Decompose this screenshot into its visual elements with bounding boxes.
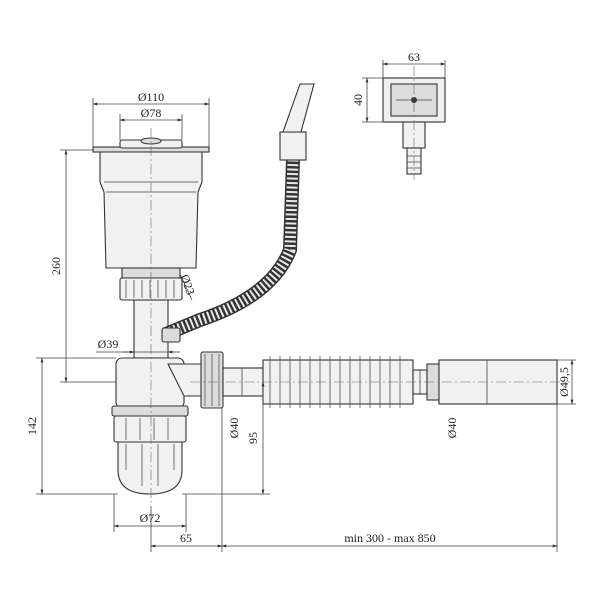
dim-top-diameters: Ø110 Ø78 <box>92 90 210 147</box>
dim-top-inner-label: Ø78 <box>141 106 162 120</box>
dim-offset-label: 65 <box>180 531 192 545</box>
dim-pipe-diameter-label: Ø39 <box>98 337 119 351</box>
dim-top-outer-label: Ø110 <box>138 90 164 104</box>
dim-sleeve-diameter-label: Ø49,5 <box>557 367 571 397</box>
dim-overflow-height-label: 40 <box>351 94 365 106</box>
dim-bottle-diameter-label: Ø72 <box>140 511 161 525</box>
dim-bottle-diameter: Ø72 <box>113 494 187 532</box>
dim-total-height-label: 260 <box>49 257 63 275</box>
dim-overflow-head: 63 40 <box>351 50 446 123</box>
dim-sleeve-diameter: Ø49,5 <box>557 359 576 405</box>
dim-pipe-diameter: Ø39 <box>96 337 180 354</box>
dim-lengths: 65 min 300 - max 850 <box>150 404 558 552</box>
dim-trap-height: 142 <box>25 357 118 495</box>
overflow-hose <box>161 83 315 343</box>
dim-overflow-diameter-label: Ø23 <box>178 273 198 297</box>
dim-overflow-diameter: Ø23 <box>178 273 198 301</box>
dim-total-height: 260 <box>49 149 116 383</box>
dim-trap-height-label: 142 <box>25 417 39 435</box>
outlet-assembly <box>167 351 558 409</box>
dim-end-diameter-label: Ø40 <box>445 418 459 439</box>
dim-length-range-label: min 300 - max 850 <box>344 531 435 545</box>
center-lines <box>150 66 570 506</box>
dim-end-diameter: Ø40 <box>419 370 459 439</box>
dim-outlet-diameter-label: Ø40 <box>227 418 241 439</box>
dim-outlet-height-label: 95 <box>246 432 260 444</box>
dim-overflow-width-label: 63 <box>408 50 420 64</box>
dim-outlet: Ø40 95 <box>182 368 270 495</box>
